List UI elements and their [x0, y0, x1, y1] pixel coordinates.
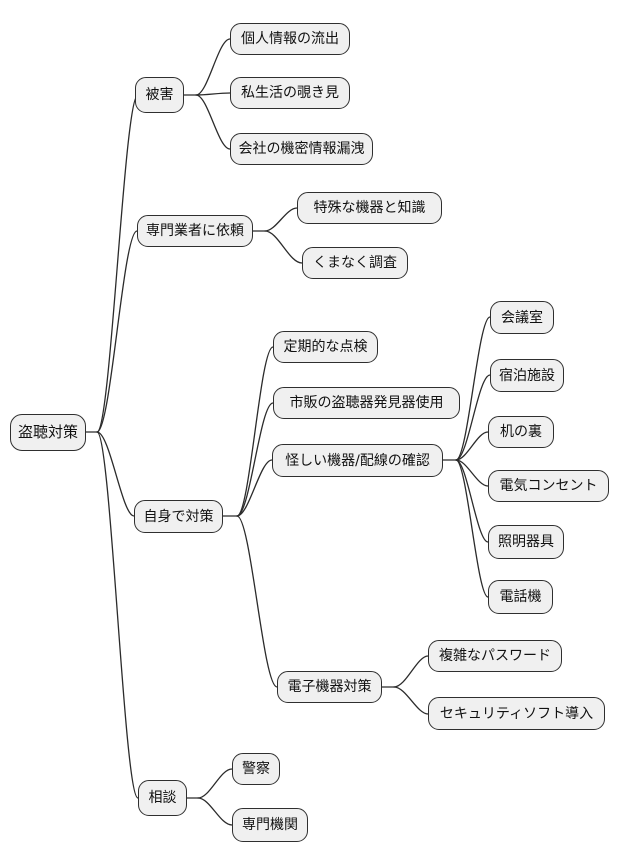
node-tsukue: 机の裏 [488, 416, 554, 448]
node-ayashii: 怪しい機器/配線の確認 [272, 444, 443, 477]
edge-ayashii-concent [455, 459, 489, 487]
node-soudan: 相談 [138, 780, 187, 816]
edge-ayashii-kaigi [455, 316, 491, 461]
node-tokushu: 特殊な機器と知識 [297, 192, 442, 224]
edge-senmon-tokushu [264, 207, 298, 232]
edge-jishin-teiki [236, 346, 274, 517]
node-denwa: 電話機 [488, 580, 553, 614]
edge-ayashii-shukuhaku [455, 374, 491, 461]
edge-root-higai [96, 94, 139, 433]
node-kimitsu: 会社の機密情報漏洩 [230, 133, 373, 165]
edge-root-senmon [96, 230, 138, 433]
edge-higai-shiseikatsu [195, 92, 231, 96]
edge-soudan-senmonkikan [197, 797, 233, 826]
edge-ayashii-denwa [455, 459, 489, 598]
edge-ayashii-shoumei [455, 459, 489, 543]
edge-jishin-denshi [236, 515, 278, 688]
edge-soudan-keisatsu [197, 768, 233, 799]
node-teiki: 定期的な点検 [273, 331, 378, 363]
node-senmon: 専門業者に依頼 [137, 215, 253, 247]
node-higai: 被害 [135, 77, 184, 113]
node-kaigi: 会議室 [490, 301, 554, 334]
edge-higai-kimitsu [195, 94, 231, 150]
edge-higai-kojin [195, 38, 231, 96]
edge-root-soudan [96, 431, 139, 799]
node-kumanaku: くまなく調査 [302, 247, 408, 279]
edge-jishin-shihan [236, 402, 274, 517]
node-concent: 電気コンセント [488, 470, 609, 502]
edge-denshi-security [393, 686, 429, 715]
node-shoumei: 照明器具 [488, 525, 564, 559]
node-security: セキュリティソフト導入 [428, 697, 605, 730]
node-jishin: 自身で対策 [134, 500, 223, 533]
edge-ayashii-tsukue [455, 431, 489, 461]
node-password: 複雑なパスワード [428, 640, 562, 672]
node-senmonkikan: 専門機関 [232, 808, 308, 842]
node-denshi: 電子機器対策 [277, 671, 382, 703]
node-root: 盗聴対策 [10, 414, 86, 451]
node-kojin: 個人情報の流出 [230, 23, 350, 55]
node-keisatsu: 警察 [232, 753, 280, 785]
edge-denshi-password [393, 655, 429, 688]
edge-jishin-ayashii [236, 459, 273, 517]
node-shihan: 市販の盗聴器発見器使用 [273, 387, 460, 419]
edge-root-jishin [96, 431, 135, 517]
node-shukuhaku: 宿泊施設 [490, 359, 564, 392]
edge-senmon-kumanaku [264, 230, 303, 264]
node-shiseikatsu: 私生活の覗き見 [230, 77, 350, 109]
